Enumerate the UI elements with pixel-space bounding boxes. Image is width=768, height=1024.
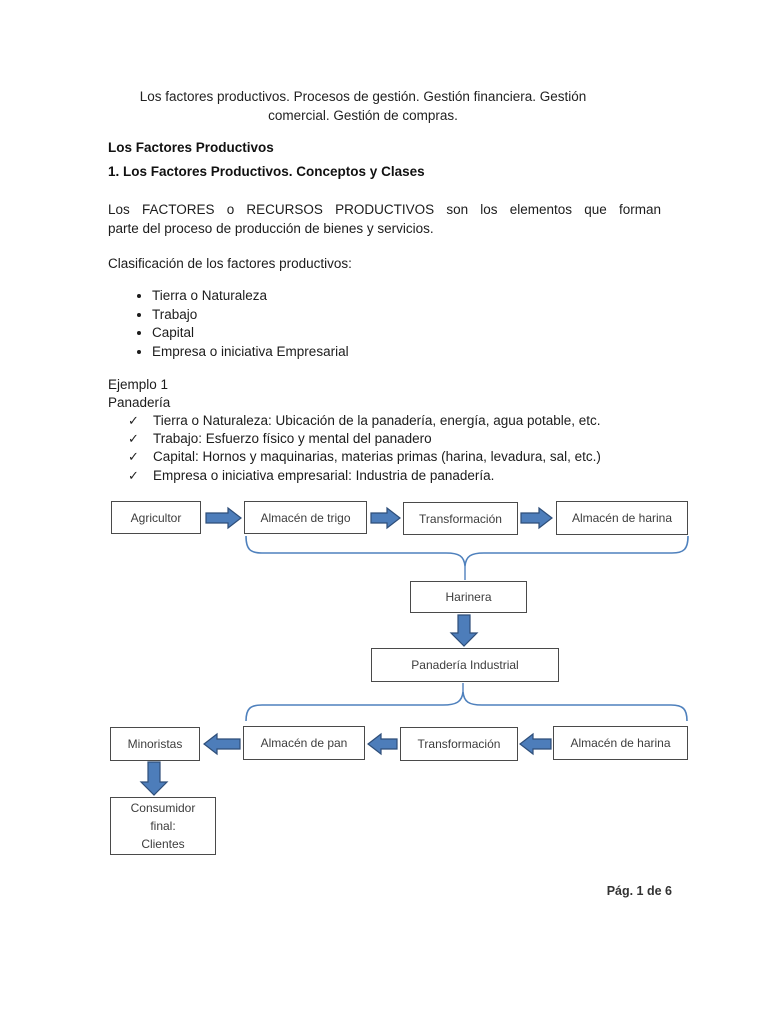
flow-box-almacen-harina-top: Almacén de harina: [556, 501, 688, 535]
checklist-item: ✓ Capital: Hornos y maquinarias, materia…: [128, 448, 728, 466]
factors-list: Tierra o Naturaleza Trabajo Capital Empr…: [136, 287, 349, 361]
flow-box-almacen-pan: Almacén de pan: [243, 726, 365, 760]
check-icon: ✓: [128, 431, 139, 447]
flow-box-panaderia-industrial: Panadería Industrial: [371, 648, 559, 682]
flow-box-minoristas: Minoristas: [110, 727, 200, 761]
intro-line-1: Los FACTORES o RECURSOS PRODUCTIVOS son …: [108, 202, 661, 217]
checklist-item: ✓ Empresa o iniciativa empresarial: Indu…: [128, 467, 728, 485]
example-subtitle: Panadería: [108, 395, 171, 410]
factor-item: Capital: [152, 324, 349, 343]
check-icon: ✓: [128, 413, 139, 428]
flow-box-consumidor-final: Consumidor final: Clientes: [110, 797, 216, 855]
intro-line-2: parte del proceso de producción de biene…: [108, 220, 434, 236]
factor-item: Tierra o Naturaleza: [152, 287, 349, 306]
brace-up-icon: [245, 691, 688, 722]
checklist-item: ✓ Tierra o Naturaleza: Ubicación de la p…: [128, 412, 728, 430]
arrow-left-icon: [203, 732, 241, 756]
intro-paragraph: Los FACTORES o RECURSOS PRODUCTIVOS son …: [108, 201, 661, 238]
flow-box-almacen-trigo: Almacén de trigo: [244, 501, 367, 534]
flow-box-harinera: Harinera: [410, 581, 527, 613]
brace-down-icon: [245, 535, 689, 567]
subsection-heading: 1. Los Factores Productivos. Conceptos y…: [108, 164, 425, 179]
document-title: Los factores productivos. Procesos de ge…: [139, 89, 587, 123]
arrow-right-icon: [205, 506, 242, 530]
checklist-item-text: Capital: Hornos y maquinarias, materias …: [153, 449, 601, 465]
arrow-left-icon: [519, 732, 552, 756]
flow-box-transformacion-top: Transformación: [403, 502, 518, 535]
arrow-right-icon: [520, 506, 553, 530]
arrow-down-icon: [449, 614, 479, 647]
example-title: Ejemplo 1: [108, 377, 169, 392]
flow-box-agricultor: Agricultor: [111, 501, 201, 534]
check-icon: ✓: [128, 449, 139, 465]
checklist-item: ✓ Trabajo: Esfuerzo físico y mental del …: [128, 430, 728, 448]
page-number: Pág. 1 de 6: [606, 884, 672, 898]
check-icon: ✓: [128, 467, 139, 483]
flow-box-transformacion-bottom: Transformación: [400, 727, 518, 761]
classification-label: Clasificación de los factores productivo…: [108, 256, 352, 271]
flow-box-almacen-harina-bottom: Almacén de harina: [553, 726, 688, 760]
factor-item: Trabajo: [152, 306, 349, 325]
arrow-right-icon: [370, 506, 401, 530]
arrow-down-icon: [139, 761, 169, 796]
example-checklist: ✓ Tierra o Naturaleza: Ubicación de la p…: [128, 412, 728, 485]
arrow-left-icon: [367, 732, 398, 756]
section-heading: Los Factores Productivos: [108, 140, 274, 155]
checklist-item-text: Tierra o Naturaleza: Ubicación de la pan…: [153, 413, 601, 428]
checklist-item-text: Trabajo: Esfuerzo físico y mental del pa…: [153, 431, 432, 447]
factor-item: Empresa o iniciativa Empresarial: [152, 343, 349, 362]
checklist-item-text: Empresa o iniciativa empresarial: Indust…: [153, 467, 495, 483]
